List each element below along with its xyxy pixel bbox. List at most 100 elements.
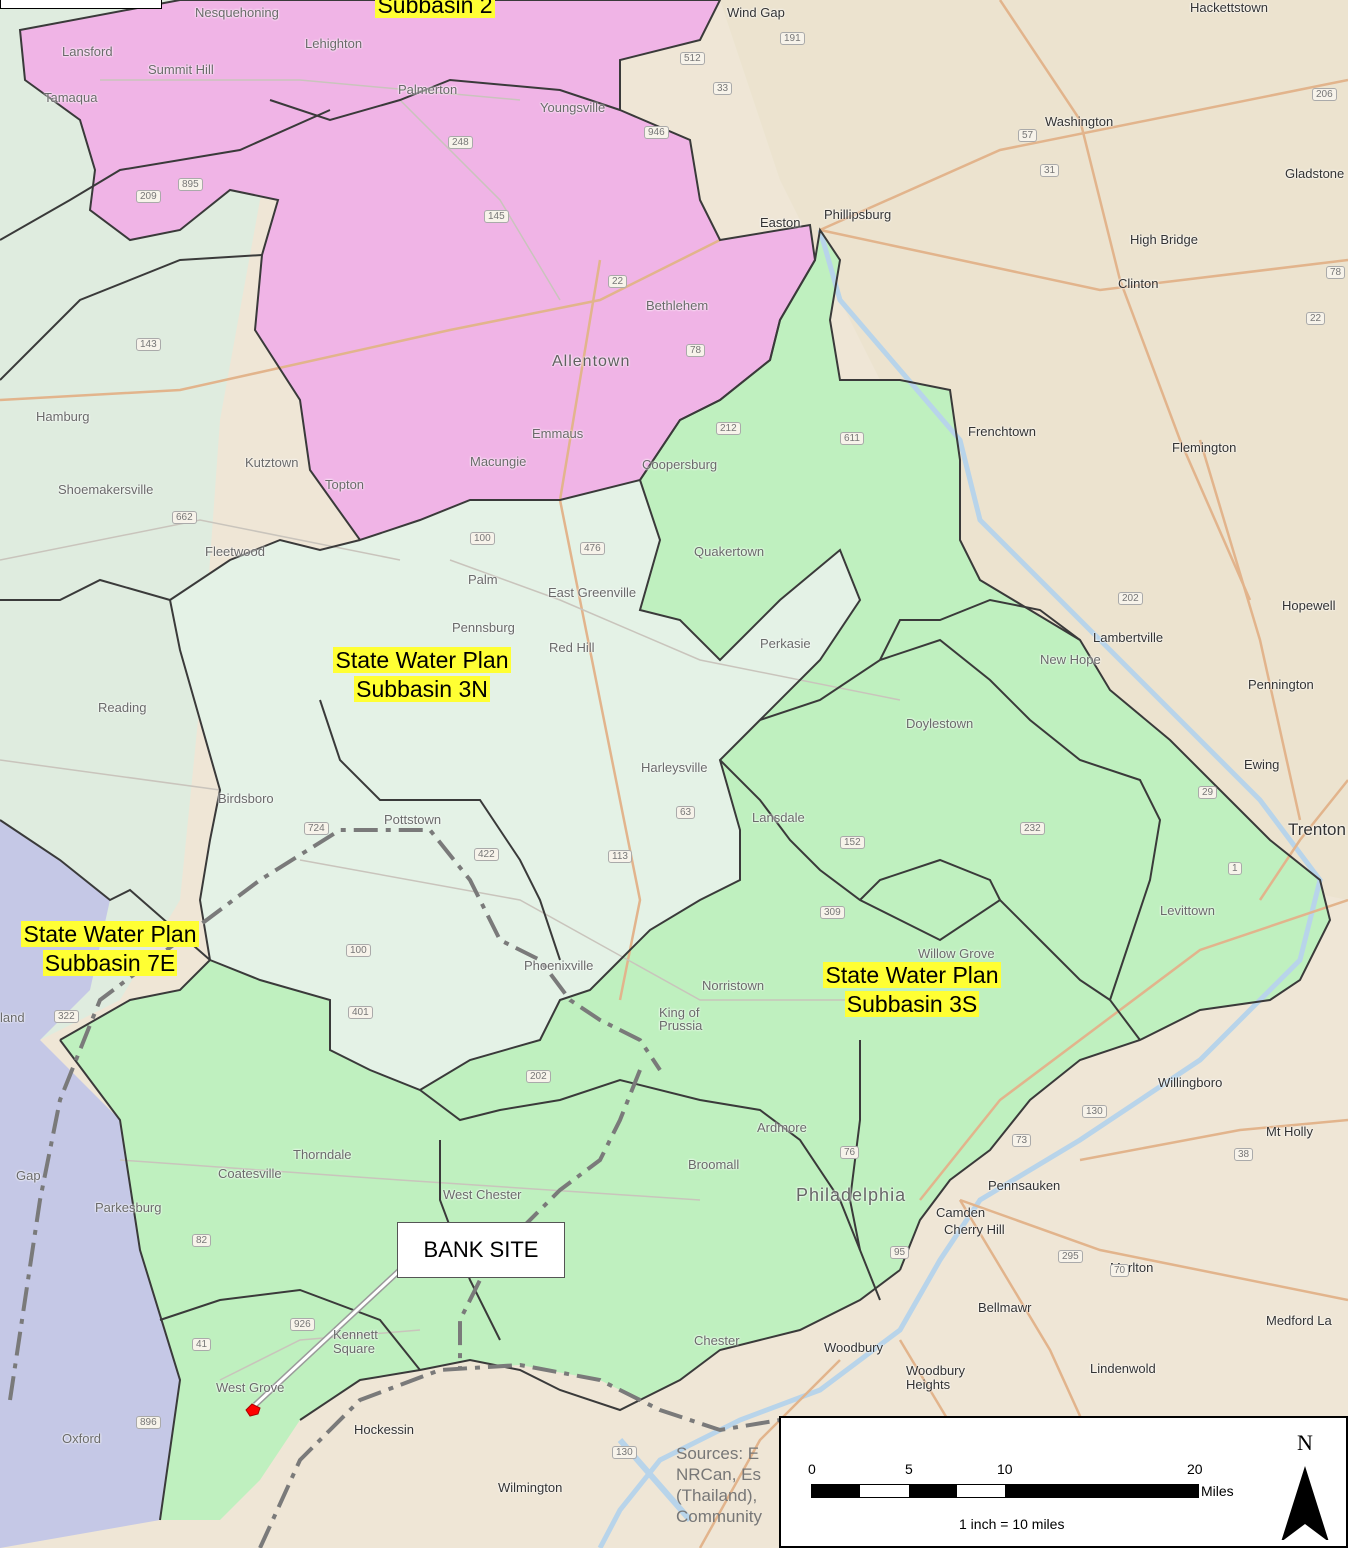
route-shield: 76 bbox=[840, 1146, 860, 1159]
place-label: Lindenwold bbox=[1090, 1361, 1156, 1376]
subbasin-3s-area bbox=[60, 230, 1330, 1520]
scale-units: Miles bbox=[1201, 1483, 1234, 1499]
legend-frame bbox=[0, 0, 162, 9]
place-label: Phillipsburg bbox=[824, 207, 892, 222]
place-label: Palm bbox=[468, 572, 498, 587]
place-label: Kennett Square bbox=[333, 1327, 378, 1356]
place-label: Flemington bbox=[1172, 440, 1237, 455]
place-label: Bethlehem bbox=[646, 298, 709, 313]
scale-tick-label: 0 bbox=[808, 1461, 816, 1477]
route-shield: 100 bbox=[346, 944, 371, 957]
sources-attribution: Sources: E NRCan, Es (Thailand), Communi… bbox=[676, 1443, 786, 1527]
place-label: Hackettstown bbox=[1190, 0, 1269, 15]
route-shield: 113 bbox=[608, 850, 632, 863]
delaware-river bbox=[597, 229, 1323, 1548]
place-label: Levittown bbox=[1160, 903, 1215, 918]
route-shield: 22 bbox=[1306, 312, 1326, 325]
place-label: Clinton bbox=[1118, 276, 1159, 291]
subbasin-7e-area bbox=[0, 820, 180, 1548]
place-label: Hockessin bbox=[354, 1422, 414, 1437]
place-label: High Bridge bbox=[1130, 232, 1198, 247]
route-shield: 209 bbox=[136, 190, 161, 203]
place-label: Red Hill bbox=[549, 640, 595, 655]
route-shield: 152 bbox=[840, 836, 865, 849]
route-shield: 611 bbox=[840, 432, 864, 445]
place-label: Willingboro bbox=[1158, 1075, 1223, 1090]
scale-tick-label: 20 bbox=[1187, 1461, 1203, 1477]
route-shield: 202 bbox=[526, 1070, 551, 1083]
place-label: Palmerton bbox=[398, 82, 458, 97]
scale-segment bbox=[860, 1485, 909, 1497]
place-label: Gladstone bbox=[1285, 166, 1345, 181]
subbasin-label-line: Subbasin 2 bbox=[375, 0, 495, 18]
route-shield: 662 bbox=[172, 511, 197, 524]
subbasin-label-line: Subbasin 3S bbox=[844, 991, 980, 1017]
place-label: Easton bbox=[760, 215, 801, 230]
place-label: Pottstown bbox=[384, 812, 442, 827]
delaware-area bbox=[260, 1365, 780, 1548]
bank-site-marker bbox=[245, 1403, 261, 1417]
place-label: Medford La bbox=[1266, 1313, 1332, 1328]
subbasin-3n-area bbox=[170, 480, 860, 1090]
place-label: Chester bbox=[694, 1333, 740, 1348]
place-label: Parkesburg bbox=[95, 1200, 162, 1215]
place-label: Lansford bbox=[62, 44, 113, 59]
place-label: Birdsboro bbox=[218, 791, 274, 806]
place-label: Harleysville bbox=[641, 760, 708, 775]
route-shield: 63 bbox=[676, 806, 696, 819]
place-label: West Chester bbox=[443, 1187, 522, 1202]
route-shield: 130 bbox=[1082, 1105, 1107, 1118]
place-label: New Hope bbox=[1040, 652, 1101, 667]
route-shield: 70 bbox=[1110, 1264, 1130, 1277]
route-shield: 926 bbox=[290, 1318, 315, 1331]
route-shield: 206 bbox=[1312, 88, 1337, 101]
route-shield: 476 bbox=[580, 542, 605, 555]
place-label: Reading bbox=[98, 700, 147, 715]
route-shield: 895 bbox=[178, 178, 203, 191]
subbasin-3s-label: State Water Plan Subbasin 3S bbox=[806, 961, 1018, 1019]
route-shield: 130 bbox=[612, 1446, 637, 1459]
place-label: Philadelphia bbox=[796, 1185, 907, 1205]
route-shield: 145 bbox=[484, 210, 509, 223]
route-shield: 212 bbox=[716, 422, 741, 435]
place-label: Hopewell bbox=[1282, 598, 1336, 613]
route-shield: 322 bbox=[54, 1010, 79, 1023]
subbasin-3n-label: State Water Plan Subbasin 3N bbox=[316, 646, 528, 704]
route-shield: 191 bbox=[780, 32, 805, 45]
place-label: Doylestown bbox=[906, 716, 974, 731]
scale-bar bbox=[811, 1484, 1199, 1498]
place-label: Topton bbox=[325, 477, 365, 492]
place-label: Tamaqua bbox=[44, 90, 98, 105]
subbasin-2-area bbox=[20, 0, 815, 540]
place-label: Willow Grove bbox=[918, 946, 995, 961]
place-label: Coatesville bbox=[218, 1166, 282, 1181]
route-shield: 29 bbox=[1198, 786, 1218, 799]
place-label: Coopersburg bbox=[642, 457, 718, 472]
place-label: Allentown bbox=[552, 353, 631, 370]
route-shield: 248 bbox=[448, 136, 473, 149]
place-label: Norristown bbox=[702, 978, 765, 993]
route-shield: 295 bbox=[1058, 1250, 1083, 1263]
route-shield: 946 bbox=[644, 126, 669, 139]
route-shield: 57 bbox=[1018, 129, 1038, 142]
scale-ratio: 1 inch = 10 miles bbox=[959, 1516, 1065, 1532]
scale-segment bbox=[1005, 1485, 1198, 1497]
place-label: Shoemakersville bbox=[58, 482, 154, 497]
nj-relief bbox=[720, 0, 1348, 900]
bank-site-callout: BANK SITE bbox=[397, 1222, 565, 1278]
route-shield: 22 bbox=[608, 275, 628, 288]
place-label: West Grove bbox=[216, 1380, 285, 1395]
route-shield: 896 bbox=[136, 1416, 161, 1429]
route-shield: 95 bbox=[890, 1246, 910, 1259]
subbasin-label-line: Subbasin 3N bbox=[354, 676, 490, 702]
place-label: Fleetwood bbox=[205, 544, 265, 559]
place-label: Washington bbox=[1045, 114, 1114, 129]
place-label: Woodbury Heights bbox=[906, 1363, 966, 1392]
route-shield: 73 bbox=[1012, 1134, 1032, 1147]
place-label: Pennsauken bbox=[988, 1178, 1061, 1193]
route-shield: 33 bbox=[713, 82, 733, 95]
place-label: Cherry Hill bbox=[944, 1222, 1005, 1237]
